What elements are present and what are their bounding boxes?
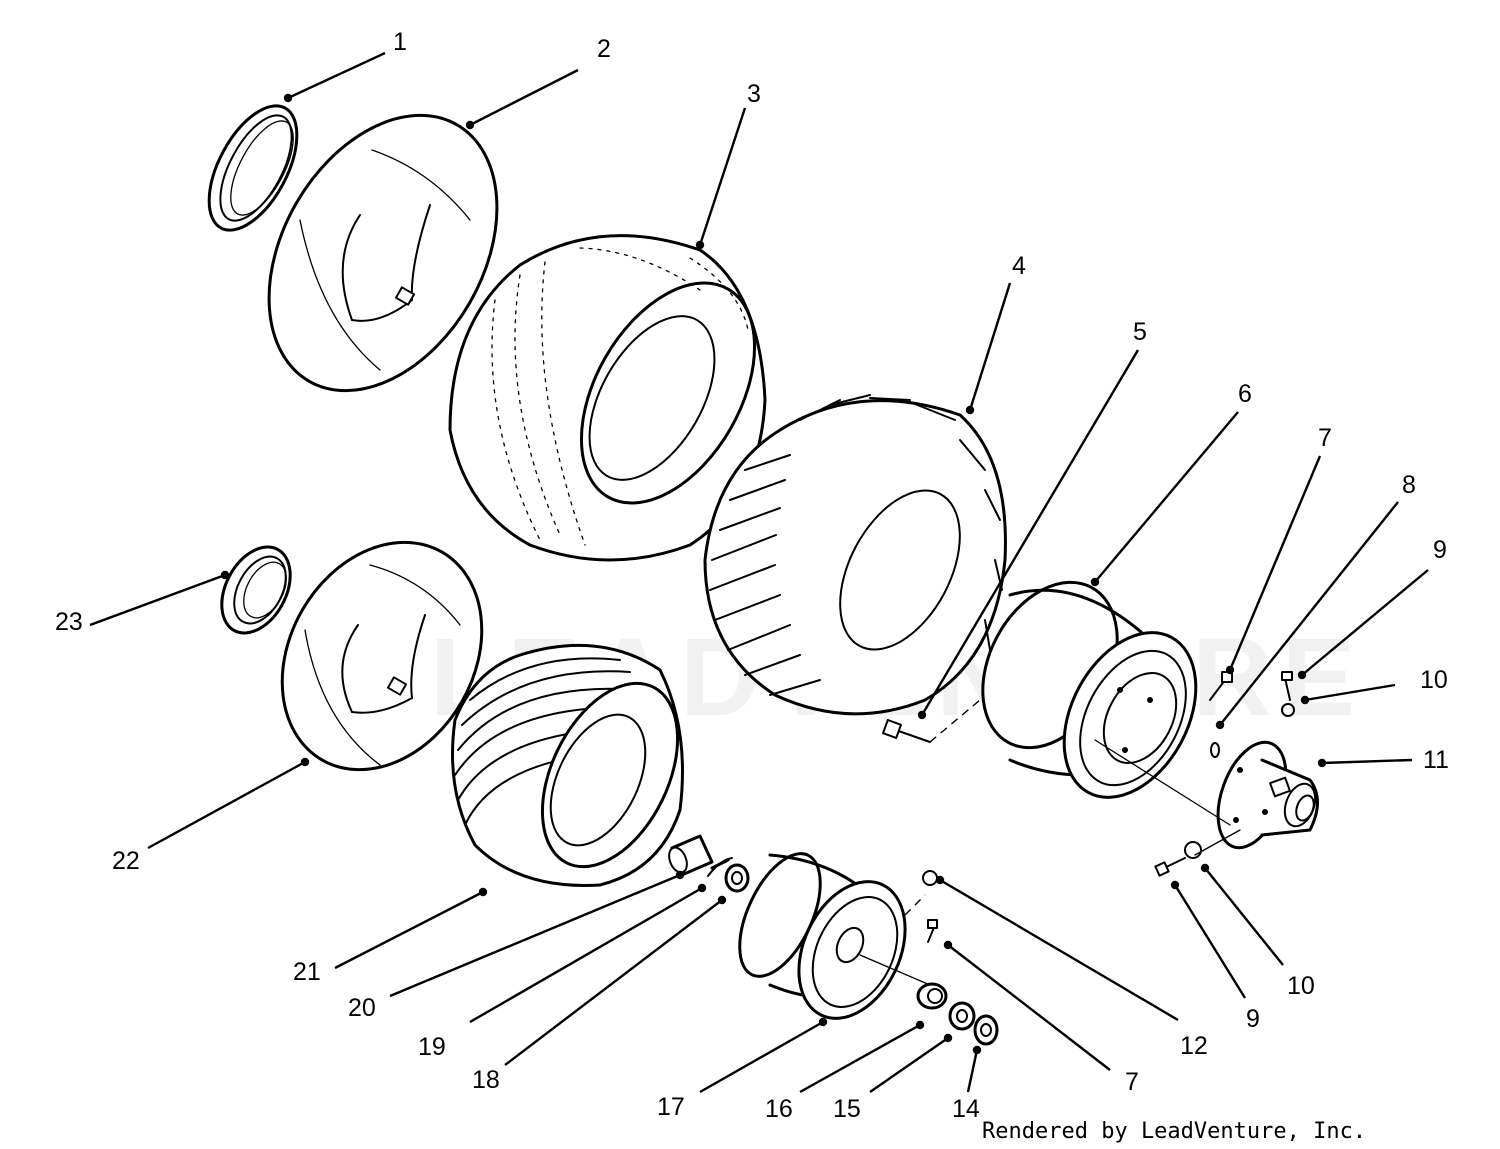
callout-6: 6 <box>1238 380 1252 408</box>
callout-1: 1 <box>393 28 407 56</box>
callout-23: 23 <box>55 608 83 636</box>
callout-10-upper: 10 <box>1420 666 1448 694</box>
wheel-bolt <box>882 699 981 743</box>
inner-tube-lower <box>280 540 484 772</box>
turf-tire <box>448 234 767 562</box>
callout-10-lower: 10 <box>1287 972 1315 1000</box>
callout-14: 14 <box>952 1095 980 1123</box>
callout-19: 19 <box>418 1033 446 1061</box>
callout-4: 4 <box>1012 252 1026 280</box>
hub-hardware-right <box>1094 671 1319 877</box>
rib-tire <box>451 643 684 887</box>
callout-9-lower: 9 <box>1246 1005 1260 1033</box>
inner-tube-upper <box>267 113 499 393</box>
render-credit: Rendered by LeadVenture, Inc. <box>982 1119 1366 1144</box>
callout-8: 8 <box>1402 471 1416 499</box>
callout-3: 3 <box>747 80 761 108</box>
callout-7-upper: 7 <box>1318 424 1332 452</box>
wheel-rim-small <box>738 852 931 1020</box>
spacer-key-washer <box>668 834 750 893</box>
callout-7-lower: 7 <box>1125 1068 1139 1096</box>
callout-18: 18 <box>472 1066 500 1094</box>
callout-21: 21 <box>293 958 321 986</box>
callout-22: 22 <box>112 847 140 875</box>
lug-tire <box>703 394 1007 716</box>
callout-numbers: 1 2 3 4 5 6 7 8 9 10 11 12 7 9 10 14 15 … <box>55 28 1449 1123</box>
callout-16: 16 <box>765 1095 793 1123</box>
callout-5: 5 <box>1133 318 1147 346</box>
callout-20: 20 <box>348 994 376 1022</box>
callout-9-upper: 9 <box>1433 536 1447 564</box>
leader-lines <box>89 51 1429 1094</box>
callout-15: 15 <box>833 1095 861 1123</box>
callout-12: 12 <box>1180 1032 1208 1060</box>
hub-hardware-small <box>916 870 999 1046</box>
callout-17: 17 <box>657 1093 685 1121</box>
callout-11: 11 <box>1423 746 1449 774</box>
wheel-rim-large <box>981 580 1198 799</box>
rim-band-upper <box>207 104 299 232</box>
callout-2: 2 <box>597 35 611 63</box>
rim-band-lower <box>220 545 292 635</box>
